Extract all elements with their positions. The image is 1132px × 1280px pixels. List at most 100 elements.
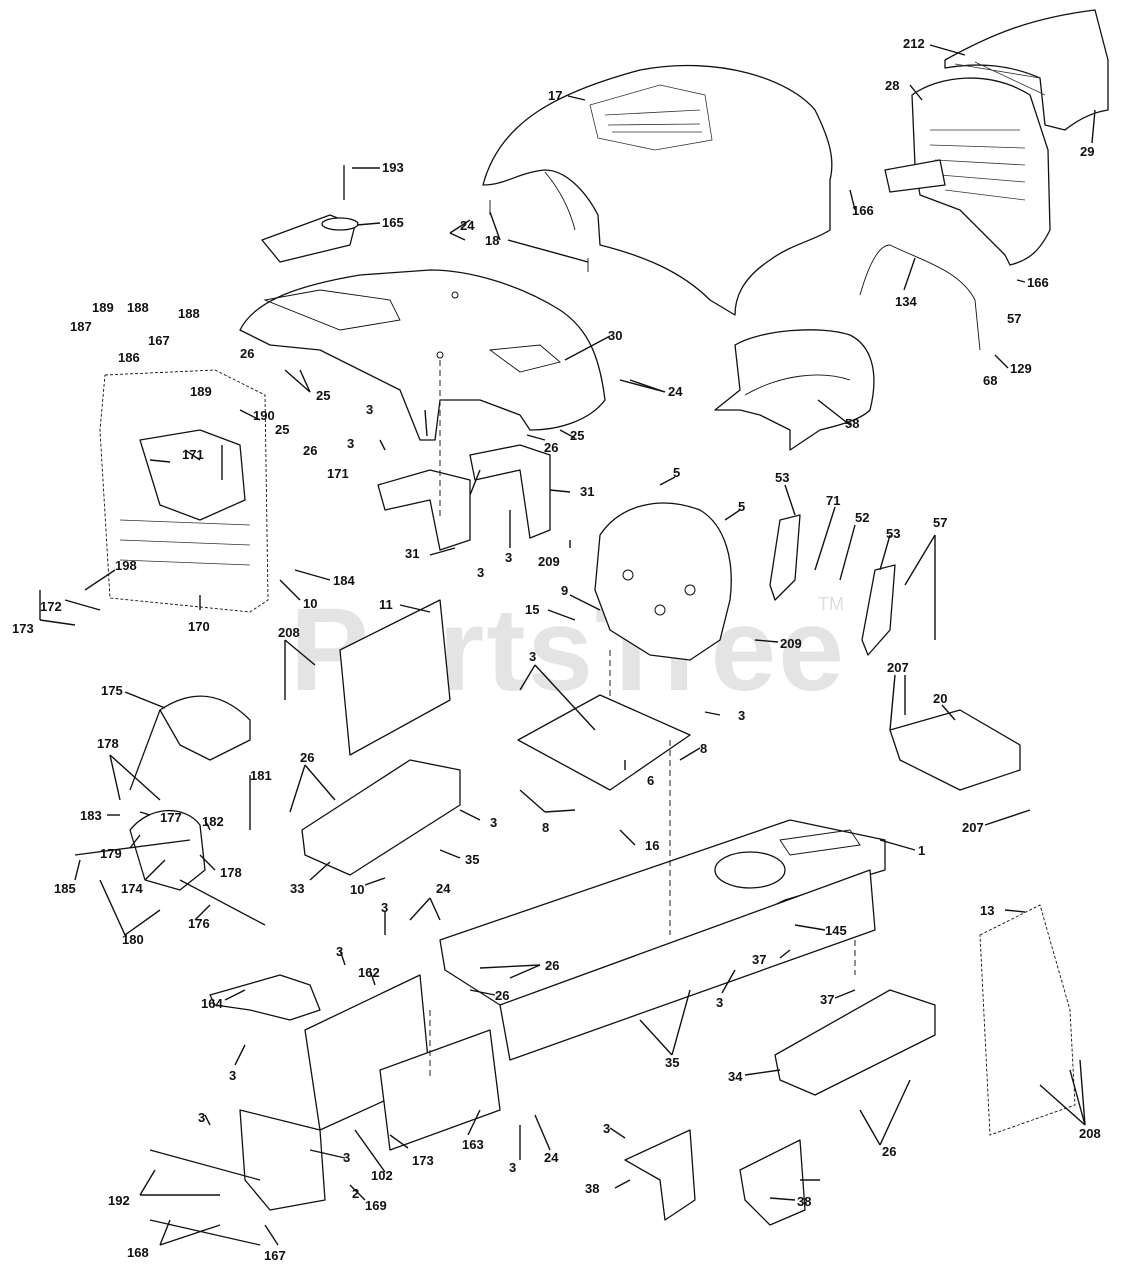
callout-label: 129 — [1010, 361, 1032, 376]
callout-label: 2 — [352, 1186, 359, 1201]
callout-label: 166 — [852, 203, 874, 218]
shield-part-58 — [714, 329, 875, 451]
callout-label: 3 — [529, 649, 536, 664]
callout-label: 176 — [188, 916, 210, 931]
callout-label: 188 — [178, 306, 200, 321]
panel-part-13 — [979, 904, 1076, 1136]
callout-label: 189 — [92, 300, 114, 315]
callout-label: 134 — [895, 294, 917, 309]
callout-label: 38 — [585, 1181, 599, 1196]
callout-label: 190 — [253, 408, 275, 423]
callout-label: 3 — [347, 436, 354, 451]
panel-part-170 — [99, 369, 269, 613]
callout-label: 175 — [101, 683, 123, 698]
callout-label: 71 — [826, 493, 840, 508]
callout-label: 9 — [561, 583, 568, 598]
callout-label: 31 — [405, 546, 419, 561]
callout-label: 24 — [544, 1150, 559, 1165]
callout-label: 30 — [608, 328, 622, 343]
callout-label: 174 — [121, 881, 143, 896]
callout-label: 173 — [12, 621, 34, 636]
front-grille-part-28 — [884, 77, 1051, 266]
callout-label: 3 — [490, 815, 497, 830]
callout-label: 189 — [190, 384, 212, 399]
callout-label: 208 — [1079, 1126, 1101, 1141]
callout-label: 3 — [738, 708, 745, 723]
callout-label: 145 — [825, 923, 847, 938]
callout-label: 26 — [882, 1144, 896, 1159]
callout-label: 3 — [366, 402, 373, 417]
callout-label: 207 — [962, 820, 984, 835]
callout-label: 3 — [477, 565, 484, 580]
callout-label: 179 — [100, 846, 122, 861]
callout-label: 166 — [1027, 275, 1049, 290]
callout-label: 25 — [316, 388, 330, 403]
callout-label: 173 — [412, 1153, 434, 1168]
callout-label: 25 — [570, 428, 584, 443]
callout-label: 3 — [381, 900, 388, 915]
wire-part-134 — [859, 244, 981, 351]
bracket-part-38b — [739, 1139, 806, 1226]
callout-label: 167 — [148, 333, 170, 348]
callout-label: 15 — [525, 602, 539, 617]
callout-label: 26 — [240, 346, 254, 361]
callout-label: 185 — [54, 881, 76, 896]
bracket-part-53b — [861, 564, 896, 656]
callout-label: 10 — [303, 596, 317, 611]
callout-label: 3 — [343, 1150, 350, 1165]
callout-labels: 17 212 28 29 193 165 24 18 166 166 134 5… — [12, 36, 1101, 1263]
callout-label: 53 — [886, 526, 900, 541]
callout-label: 208 — [278, 625, 300, 640]
callout-label: 8 — [542, 820, 549, 835]
panel-part-11 — [339, 599, 451, 756]
callout-label: 26 — [303, 443, 317, 458]
callout-label: 171 — [182, 447, 204, 462]
bracket-part-164 — [209, 974, 321, 1021]
callout-label: 188 — [127, 300, 149, 315]
callout-label: 169 — [365, 1198, 387, 1213]
callout-label: 209 — [780, 636, 802, 651]
callout-label: 3 — [229, 1068, 236, 1083]
callout-label: 37 — [820, 992, 834, 1007]
callout-label: 182 — [202, 814, 224, 829]
callout-label: 102 — [371, 1168, 393, 1183]
callout-label: 28 — [885, 78, 899, 93]
callout-label: 24 — [436, 881, 451, 896]
callout-label: 35 — [465, 852, 479, 867]
callout-label: 3 — [505, 550, 512, 565]
callout-label: 53 — [775, 470, 789, 485]
callout-label: 207 — [887, 660, 909, 675]
parts-artwork — [74, 9, 1109, 1246]
callout-label: 165 — [382, 215, 404, 230]
bracket-part-53a — [769, 514, 801, 601]
callout-label: 172 — [40, 599, 62, 614]
callout-label: 192 — [108, 1193, 130, 1208]
callout-label: 26 — [495, 988, 509, 1003]
grille-part-212-29 — [944, 9, 1109, 131]
callout-label: 57 — [933, 515, 947, 530]
callout-label: 181 — [250, 768, 272, 783]
callout-label: 35 — [665, 1055, 679, 1070]
callout-label: 10 — [350, 882, 364, 897]
callout-label: 187 — [70, 319, 92, 334]
callout-label: 52 — [855, 510, 869, 525]
bracket-part-2 — [239, 1109, 326, 1211]
callout-label: 167 — [264, 1248, 286, 1263]
callout-label: 68 — [983, 373, 997, 388]
frame-part-1 — [439, 819, 886, 1061]
callout-label: 13 — [980, 903, 994, 918]
callout-label: 1 — [918, 843, 925, 858]
callout-label: 209 — [538, 554, 560, 569]
callout-label: 193 — [382, 160, 404, 175]
dash-part-30 — [239, 269, 606, 441]
callout-label: 6 — [647, 773, 654, 788]
callout-label: 26 — [545, 958, 559, 973]
footrest-part-34 — [774, 989, 936, 1096]
callout-label: 164 — [201, 996, 223, 1011]
callout-label: 26 — [544, 440, 558, 455]
callout-label: 212 — [903, 36, 925, 51]
pedal-part-174 — [74, 809, 266, 926]
callout-label: 34 — [728, 1069, 743, 1084]
callout-label: 5 — [738, 499, 745, 514]
callout-label: 170 — [188, 619, 210, 634]
